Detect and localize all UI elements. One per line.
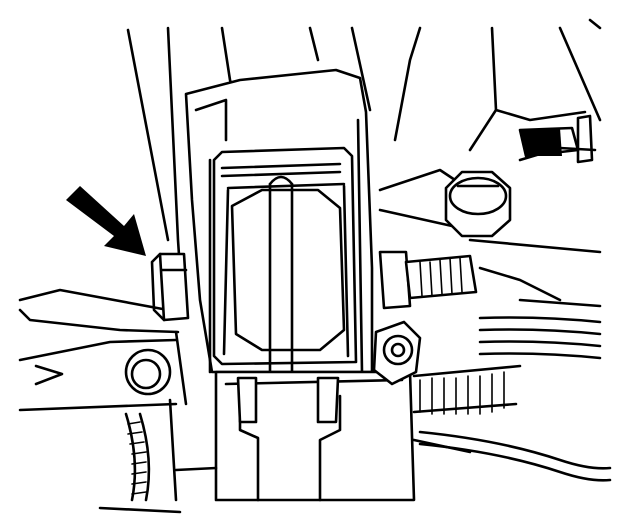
crossmember (18, 288, 188, 412)
mount-through-bolt-head (150, 252, 190, 322)
frame-rail-outline (126, 18, 602, 302)
arrow-icon (66, 186, 146, 256)
hose-lines (418, 316, 612, 482)
rubber-insulator (212, 146, 358, 454)
lower-housing (168, 370, 472, 502)
pivot-ear (372, 320, 422, 386)
threaded-stud-upper (518, 114, 594, 164)
mount-through-bolt-nut (378, 250, 478, 310)
wiring-harness (98, 412, 182, 514)
hex-nut-upper (444, 170, 512, 238)
cooling-fins (412, 364, 522, 415)
